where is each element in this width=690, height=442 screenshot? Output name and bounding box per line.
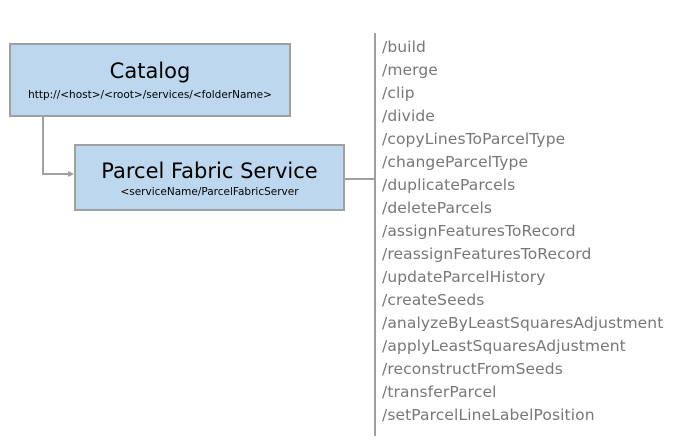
operation-item: /analyzeByLeastSquaresAdjustment bbox=[382, 314, 664, 332]
operation-item: /divide bbox=[382, 107, 435, 125]
operation-item: /applyLeastSquaresAdjustment bbox=[382, 337, 626, 355]
service-title: Parcel Fabric Service bbox=[101, 159, 318, 183]
operation-item: /updateParcelHistory bbox=[382, 268, 546, 286]
parcel-fabric-service-box: Parcel Fabric Service <serviceName/Parce… bbox=[74, 144, 345, 211]
operation-item: /assignFeaturesToRecord bbox=[382, 222, 576, 240]
operation-item: /clip bbox=[382, 84, 415, 102]
arrow-head-icon bbox=[68, 171, 74, 177]
operations-list: /build/merge/clip/divide/copyLinesToParc… bbox=[382, 36, 663, 427]
operation-item: /copyLinesToParcelType bbox=[382, 130, 566, 148]
operation-item: /createSeeds bbox=[382, 291, 485, 309]
operation-item: /reassignFeaturesToRecord bbox=[382, 245, 592, 263]
catalog-url: http://<host>/<root>/services/<folderNam… bbox=[28, 89, 272, 101]
catalog-box: Catalog http://<host>/<root>/services/<f… bbox=[9, 43, 291, 117]
operation-item: /changeParcelType bbox=[382, 153, 529, 171]
service-url: <serviceName/ParcelFabricServer bbox=[120, 186, 299, 198]
operation-item: /build bbox=[382, 38, 426, 56]
operation-item: /duplicateParcels bbox=[382, 176, 516, 194]
operation-item: /reconstructFromSeeds bbox=[382, 360, 563, 378]
operation-item: /setParcelLineLabelPosition bbox=[382, 406, 595, 424]
catalog-title: Catalog bbox=[109, 59, 191, 83]
catalog-to-service-connector bbox=[42, 117, 70, 175]
operation-item: /deleteParcels bbox=[382, 199, 493, 217]
operation-item: /transferParcel bbox=[382, 383, 497, 401]
operation-item: /merge bbox=[382, 61, 438, 79]
